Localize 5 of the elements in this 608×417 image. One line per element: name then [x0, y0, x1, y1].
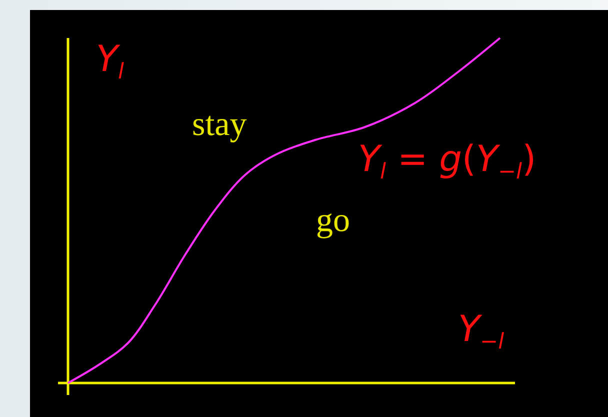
- region-label: go: [316, 204, 350, 238]
- region-label: stay: [192, 108, 247, 142]
- equation: Y$_{l}$ = g(Y$_{−l}$): [358, 142, 536, 184]
- axis-label: Y$_{−l}$: [458, 312, 504, 354]
- axis-label: Y$_{l}$: [96, 42, 124, 84]
